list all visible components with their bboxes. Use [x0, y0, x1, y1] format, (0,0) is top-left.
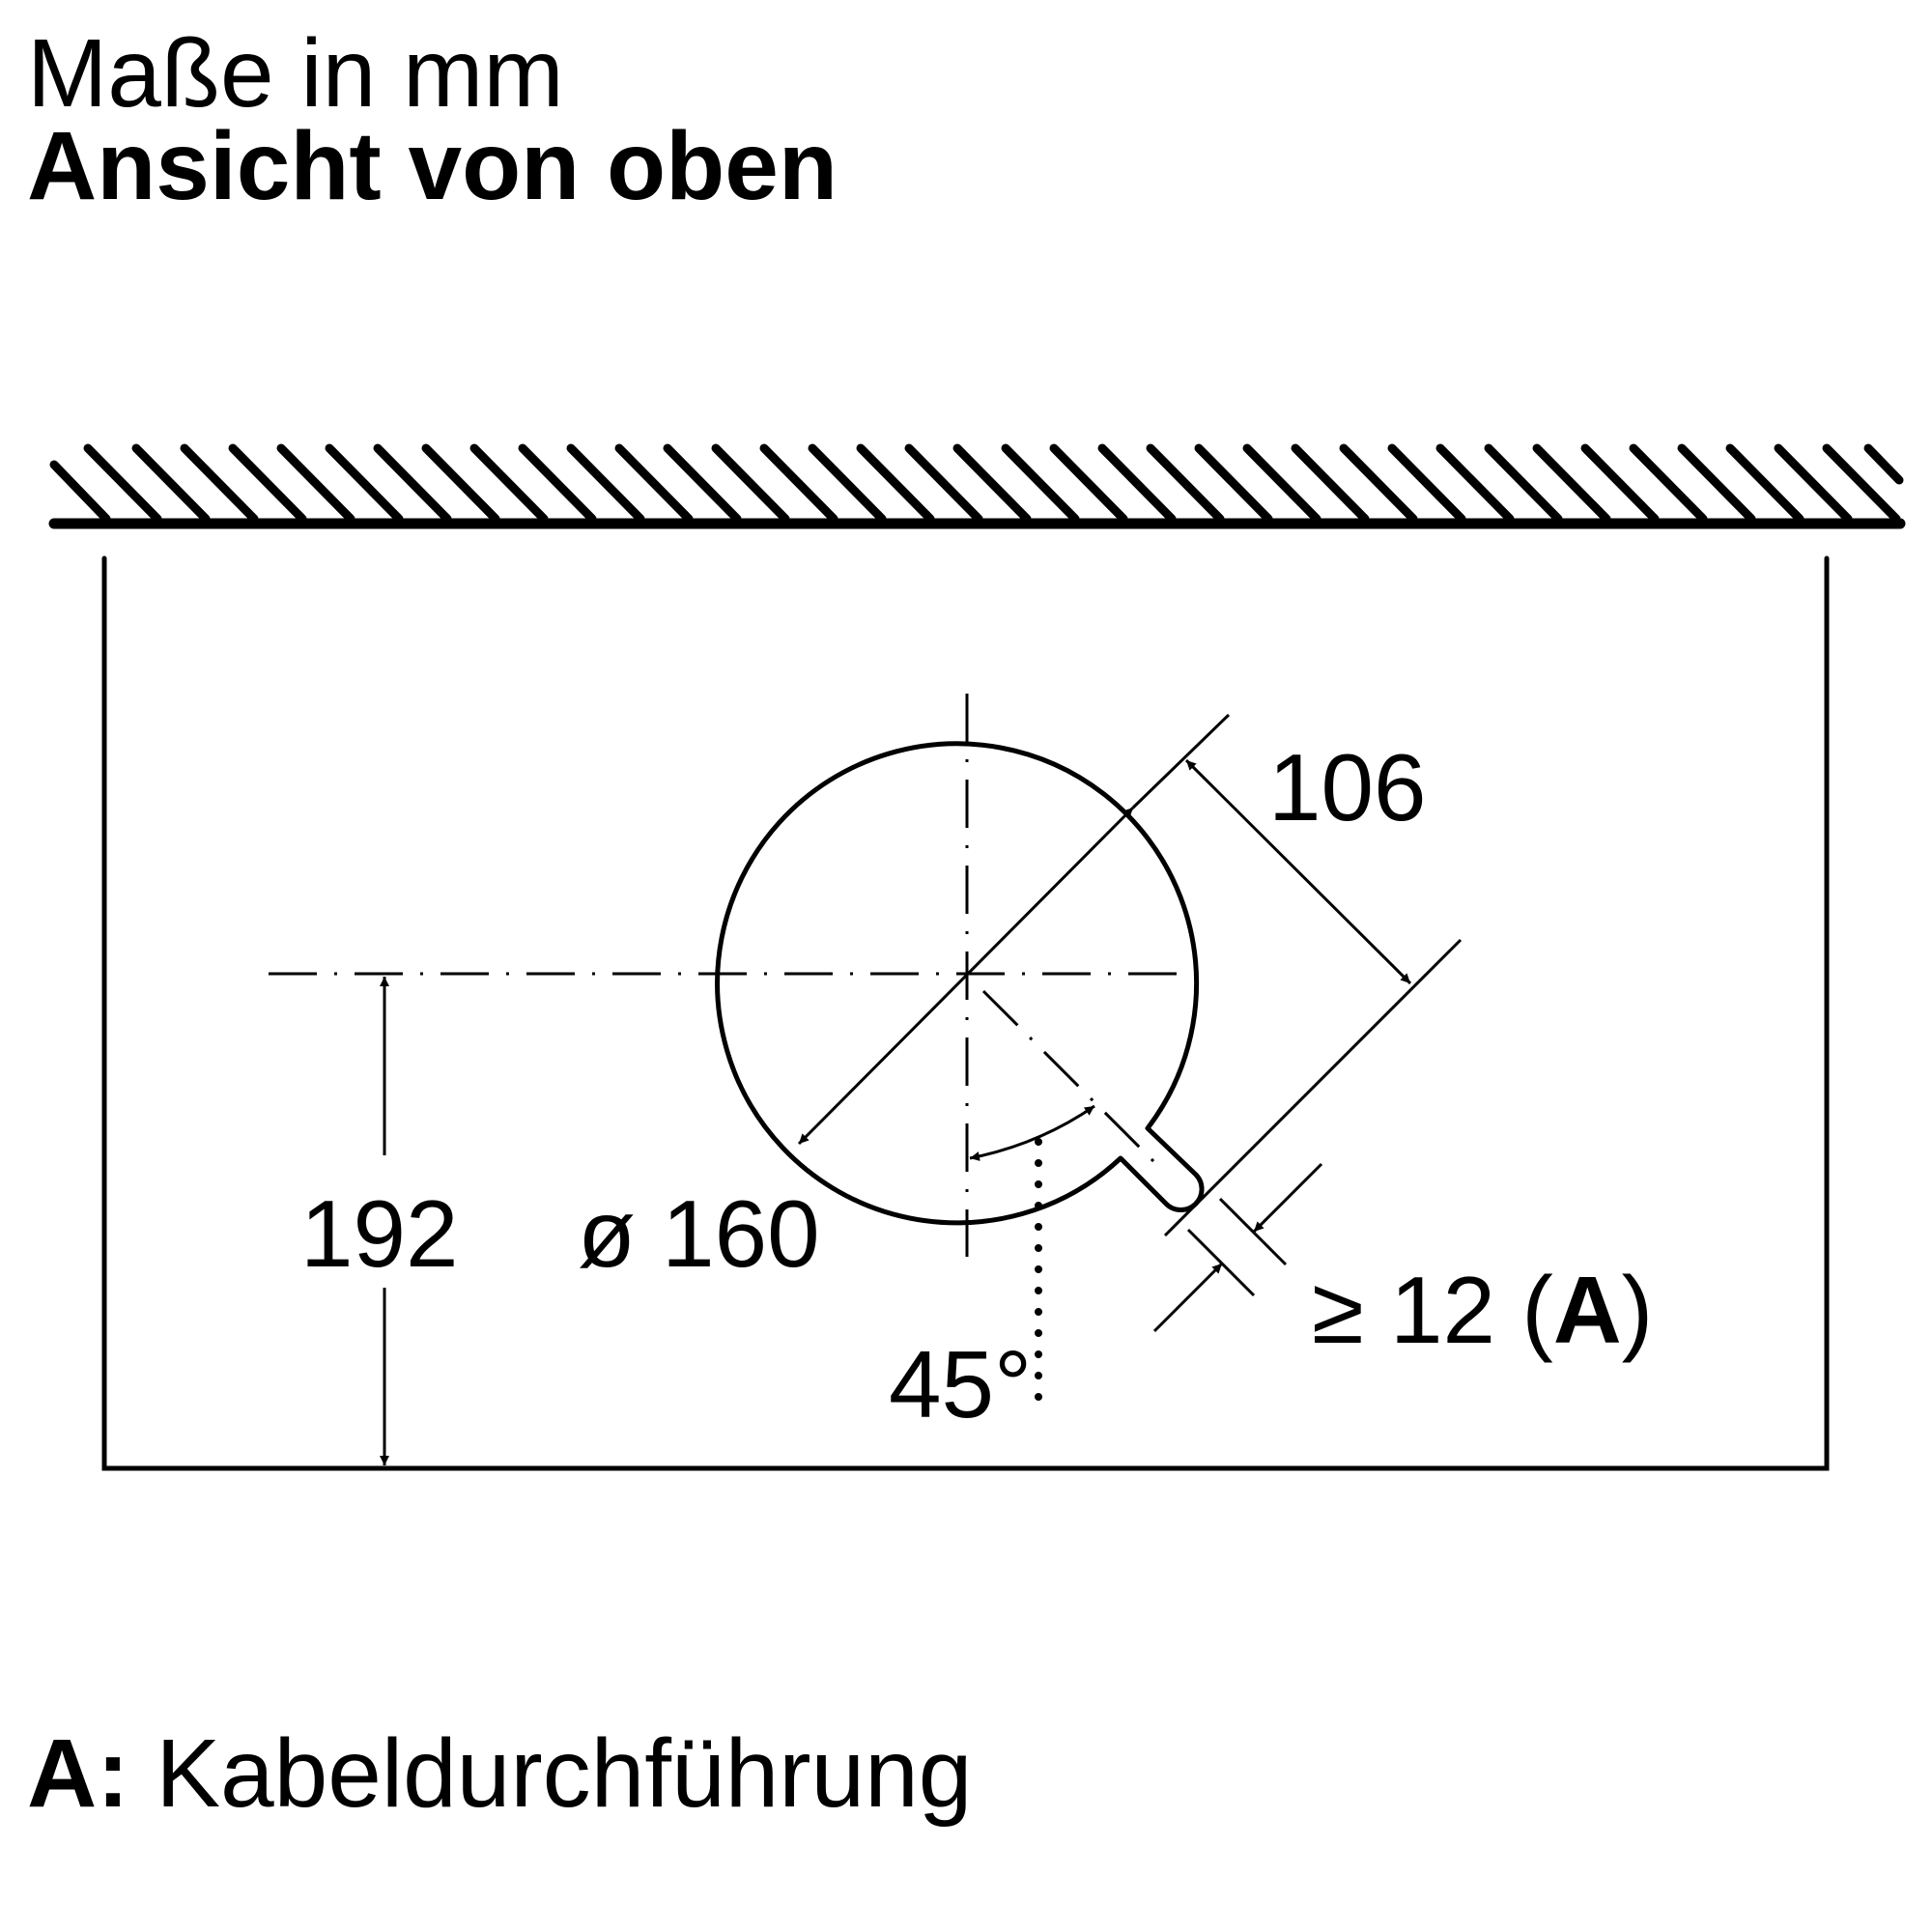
- gap-dimension-label: ≥ 12 (A): [1312, 1263, 1653, 1357]
- appliance-outline: [101, 555, 1830, 1471]
- duct-opening-circle: [715, 741, 1205, 1226]
- extension-line-1: [1131, 713, 1231, 810]
- gap-reference-a: A: [1552, 1257, 1622, 1363]
- gap-arrow-upper: [1252, 1162, 1323, 1234]
- legend: A: Kabeldurchführung: [27, 1725, 972, 1822]
- view-title: Ansicht von oben: [27, 112, 838, 220]
- offset-dimension-label: 106: [1268, 734, 1427, 840]
- gap-prefix: ≥ 12 (: [1312, 1257, 1553, 1363]
- diameter-dimension-line: [797, 806, 1135, 1146]
- units-title: Maße in mm: [27, 19, 564, 128]
- gap-extension-1: [1218, 1197, 1288, 1266]
- angle-arc: [969, 1104, 1095, 1161]
- angle-dimension-label: 45°: [889, 1331, 1033, 1437]
- gap-suffix: ): [1621, 1257, 1654, 1363]
- extension-line-2: [1163, 938, 1463, 1237]
- diameter-dimension-label: ø 160: [578, 1180, 820, 1287]
- legend-key: A:: [27, 1719, 129, 1828]
- diagonal-centerline: [981, 989, 1156, 1164]
- height-dimension-label: 192: [300, 1180, 459, 1287]
- offset-dimension-line: [1184, 758, 1412, 985]
- gap-arrow-lower: [1152, 1262, 1224, 1333]
- legend-description: Kabeldurchführung: [156, 1719, 973, 1828]
- wall-hatching: [49, 443, 1904, 524]
